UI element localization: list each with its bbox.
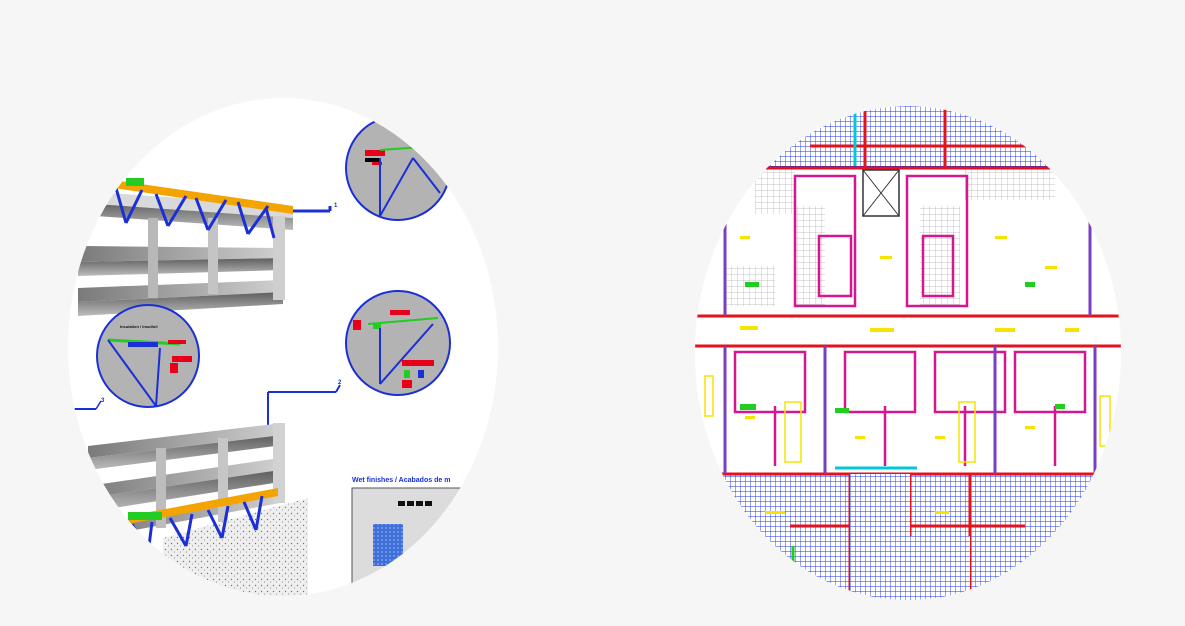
- marker-3-label: 3: [101, 398, 105, 404]
- lower-blue-brackets: [130, 495, 264, 555]
- magenta-partitions: [733, 174, 1087, 466]
- top-grid-zone: [695, 106, 1121, 168]
- upper-slab-stack: [68, 190, 293, 316]
- marker-1-label: 1: [334, 203, 338, 209]
- finishes-label: Wet finishes / Acabados de m: [352, 477, 450, 484]
- elevator-shaft: [862, 169, 900, 217]
- purple-walls: [723, 196, 1097, 474]
- detail-bubble-3: [345, 290, 451, 396]
- lower-cladding-strip: [128, 488, 278, 524]
- yellow-fixtures: [704, 236, 1111, 514]
- green-markers: [740, 282, 1065, 413]
- construction-section-illustration: 1 Insulation / Insulfoil 3: [68, 98, 498, 596]
- central-corridor: [695, 318, 1121, 344]
- floor-plan-illustration: [695, 106, 1121, 600]
- marker-3: 3: [73, 398, 105, 410]
- marker-2-label: 2: [338, 380, 342, 386]
- upper-blue-brackets: [114, 187, 332, 239]
- finishes-panel: Wet finishes / Acabados de m: [351, 477, 493, 596]
- upper-cladding-strip: [113, 178, 293, 214]
- detail-bubble-2-title: Insulation / Insulfoil: [120, 324, 158, 329]
- detail-bubble-1: [345, 115, 451, 221]
- construction-section-drawing: 1 Insulation / Insulfoil 3: [68, 115, 493, 596]
- floor-plan-drawing: [695, 106, 1121, 600]
- blue-columns: [850, 474, 970, 600]
- marker-2: [267, 384, 341, 428]
- detail-bubble-2: Insulation / Insulfoil: [96, 304, 200, 408]
